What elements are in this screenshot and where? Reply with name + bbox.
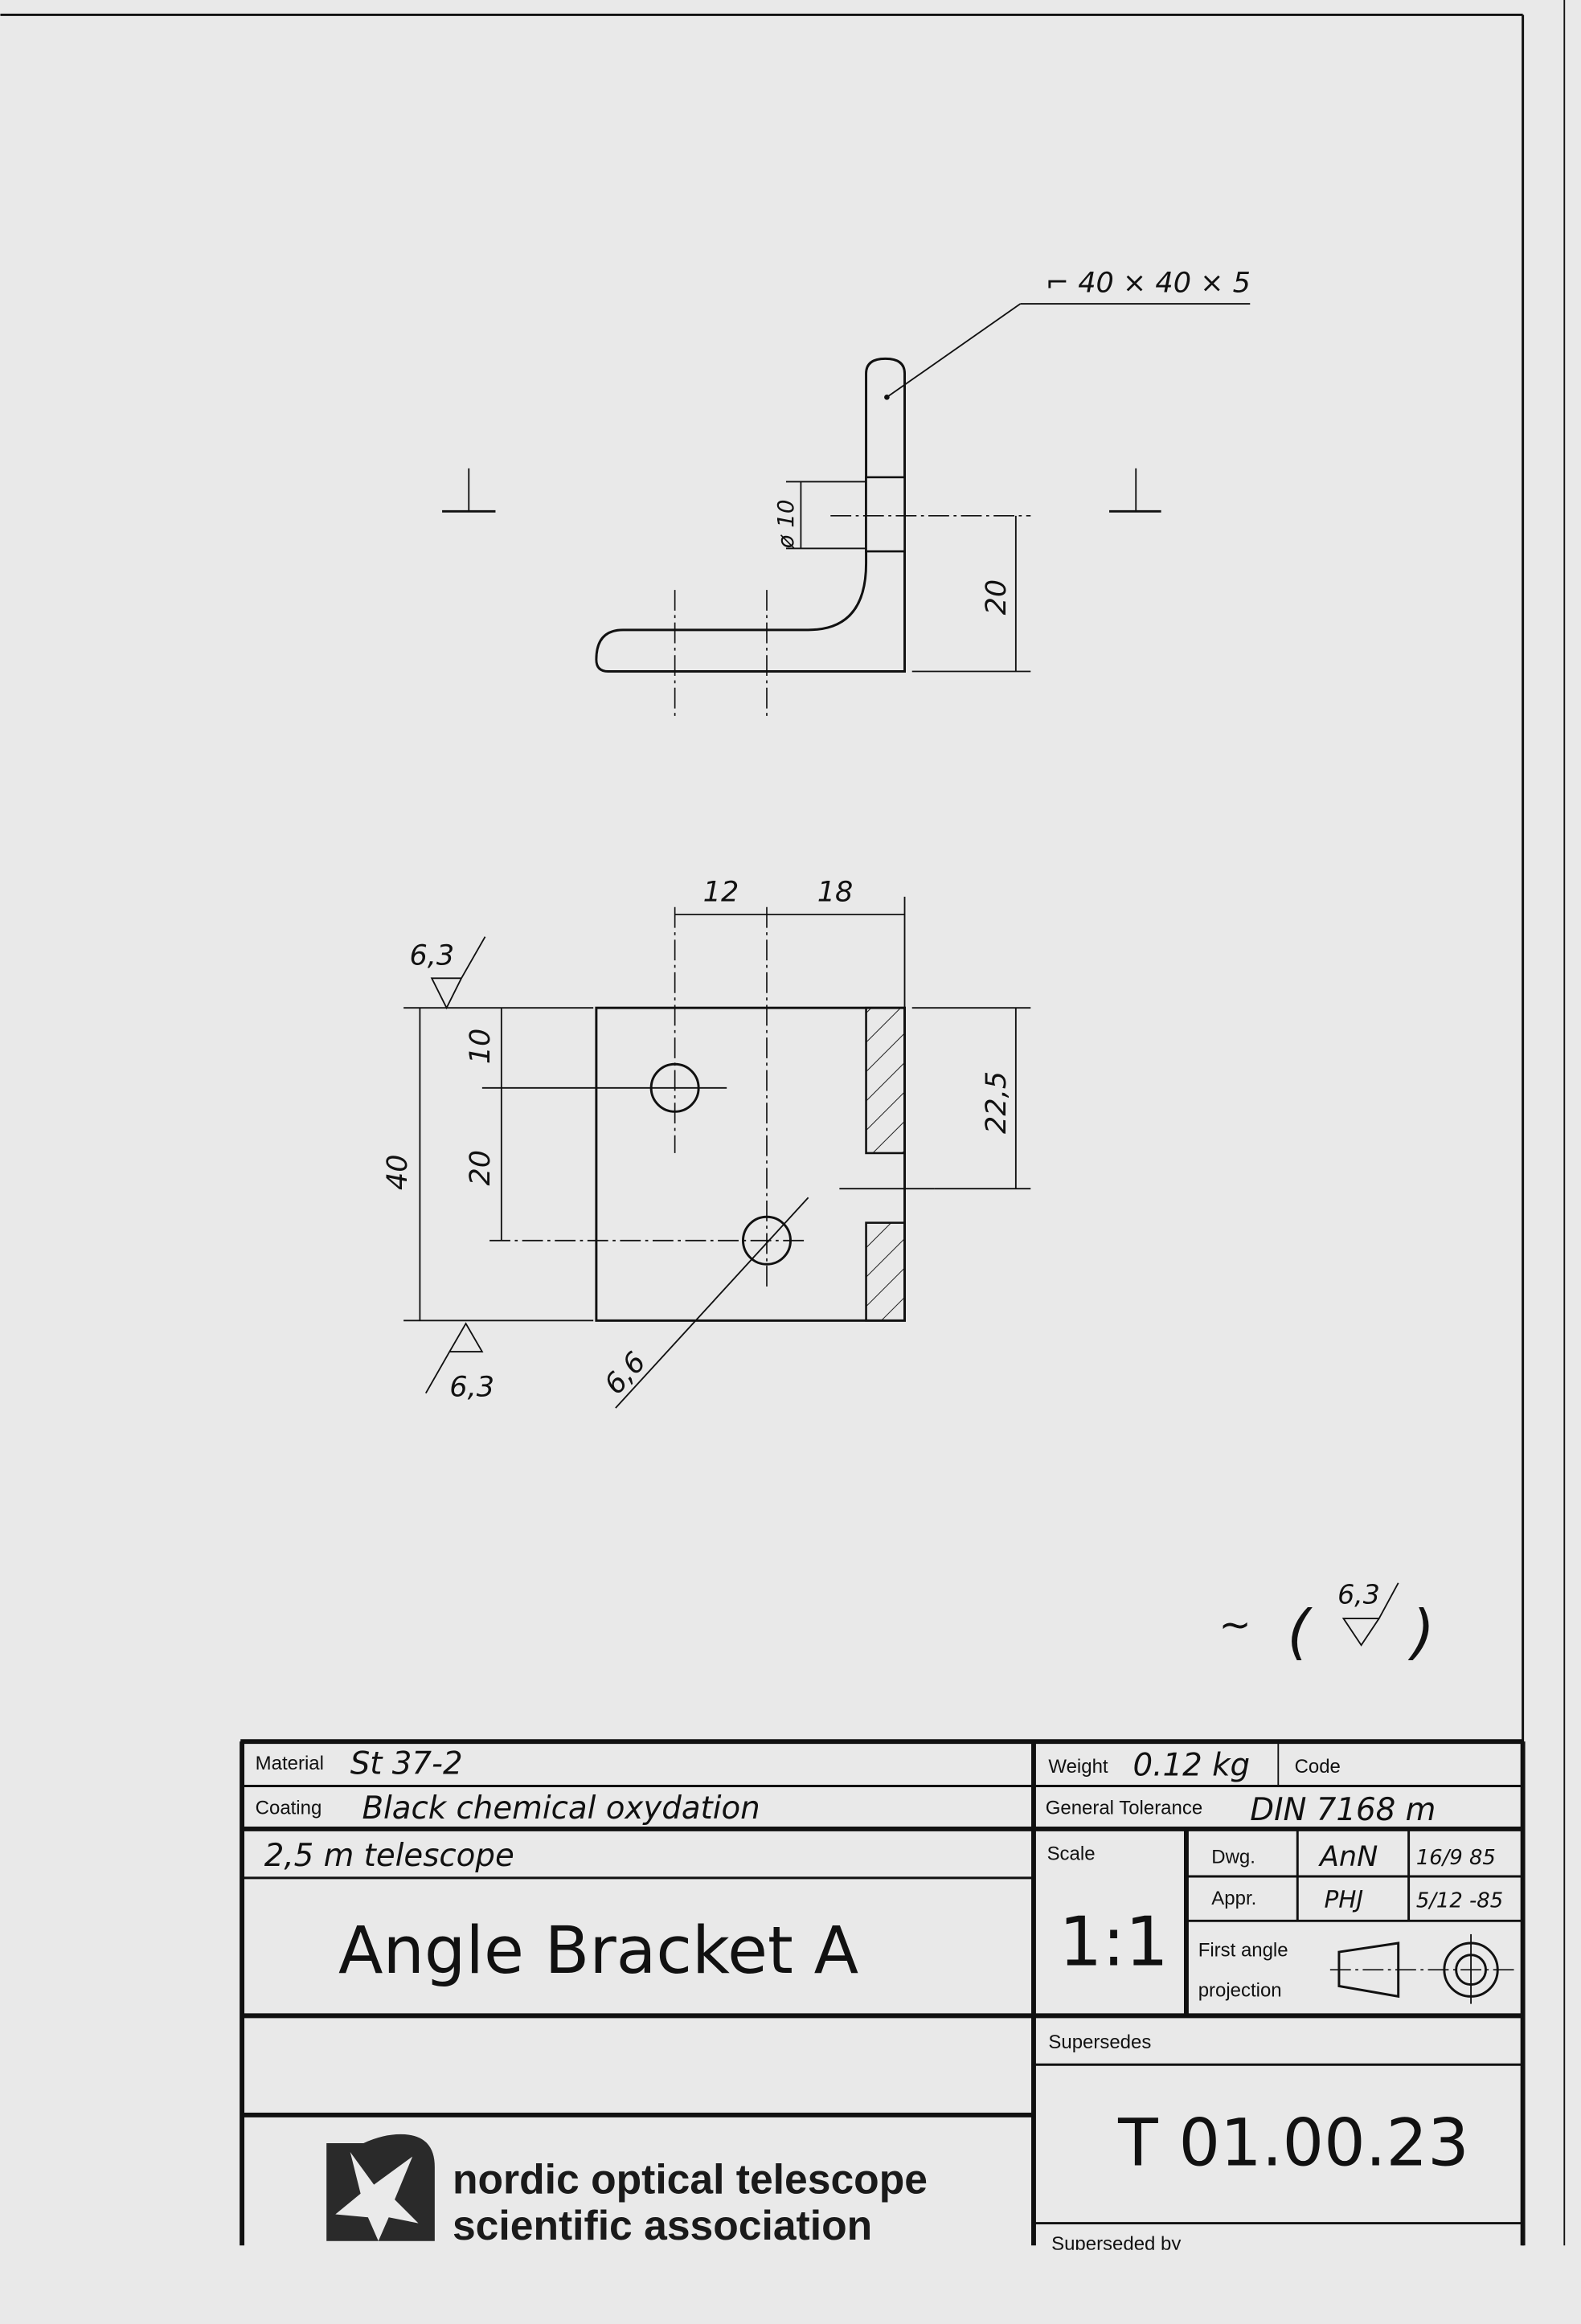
surface-finish-symbol-top: 6,3 (409, 936, 486, 1010)
svg-text:6,3: 6,3 (1337, 1579, 1380, 1610)
appr-label: Appr. (1211, 1888, 1256, 1909)
supersedes-label: Supersedes (1048, 2031, 1151, 2053)
org-name-line-2: scientific association (453, 2202, 872, 2248)
section-marker-right (1109, 468, 1161, 513)
dim-hole-6-6: 6,6 (598, 1346, 653, 1401)
surface-finish-symbol-bottom: 6,3 (424, 1322, 494, 1403)
dim-40: 40 (381, 1154, 414, 1190)
scale-label: Scale (1047, 1843, 1096, 1865)
nordic-optical-telescope-logo (326, 2134, 435, 2241)
angle-profile-section (595, 357, 906, 673)
general-surface-note: ~ ( ) 6,3 (1219, 1579, 1436, 1667)
appr-date: 5/12 -85 (1416, 1889, 1503, 1913)
weight-label: Weight (1048, 1756, 1108, 1778)
tolerance-value: DIN 7168 m (1250, 1792, 1436, 1828)
front-view: 12 18 22,5 40 10 20 6,6 6,3 6,3 (381, 875, 1031, 1409)
code-label: Code (1295, 1756, 1341, 1778)
material-label: Material (256, 1753, 324, 1774)
project-name: 2,5 m telescope (264, 1838, 514, 1874)
weight-value: 0.12 kg (1133, 1748, 1251, 1784)
drawing-number: T 01.00.23 (1117, 2106, 1469, 2182)
svg-text:): ) (1407, 1598, 1435, 1667)
svg-text:~: ~ (1219, 1602, 1251, 1647)
drawing-title: Angle Bracket A (338, 1913, 858, 1989)
material-value: St 37-2 (350, 1746, 463, 1782)
section-marker-left (442, 468, 496, 513)
dim-hole-diameter: ø 10 (772, 500, 799, 550)
dim-22-5: 22,5 (980, 1071, 1013, 1134)
tolerance-label: General Tolerance (1046, 1798, 1202, 1819)
dim-hole-height: 20 (980, 579, 1013, 616)
svg-text:(: ( (1287, 1598, 1313, 1667)
appr-initials: PHJ (1324, 1886, 1363, 1913)
dwg-initials: AnN (1318, 1840, 1378, 1873)
coating-label: Coating (256, 1798, 322, 1819)
projection-label-2: projection (1198, 1979, 1282, 2001)
scale-value: 1:1 (1059, 1903, 1169, 1982)
dim-12: 12 (703, 875, 739, 908)
svg-text:6,3: 6,3 (409, 939, 454, 972)
dim-18: 18 (817, 875, 854, 908)
first-angle-projection-icon (1329, 1933, 1516, 2004)
svg-text:6,3: 6,3 (449, 1370, 494, 1403)
profile-callout: ⌐ 40 × 40 × 5 (1046, 266, 1251, 299)
dwg-label: Dwg. (1211, 1846, 1255, 1868)
org-name-line-1: nordic optical telescope (453, 2156, 928, 2203)
dwg-date: 16/9 85 (1416, 1846, 1496, 1870)
coating-value: Black chemical oxydation (362, 1790, 760, 1827)
section-view: ø 10 20 ⌐ 40 × 40 × 5 (442, 266, 1251, 716)
title-block: Material St 37-2 Coating Black chemical … (240, 1739, 1526, 2255)
projection-label-1: First angle (1198, 1940, 1288, 1962)
dim-10: 10 (464, 1029, 497, 1065)
dim-20: 20 (464, 1150, 497, 1186)
